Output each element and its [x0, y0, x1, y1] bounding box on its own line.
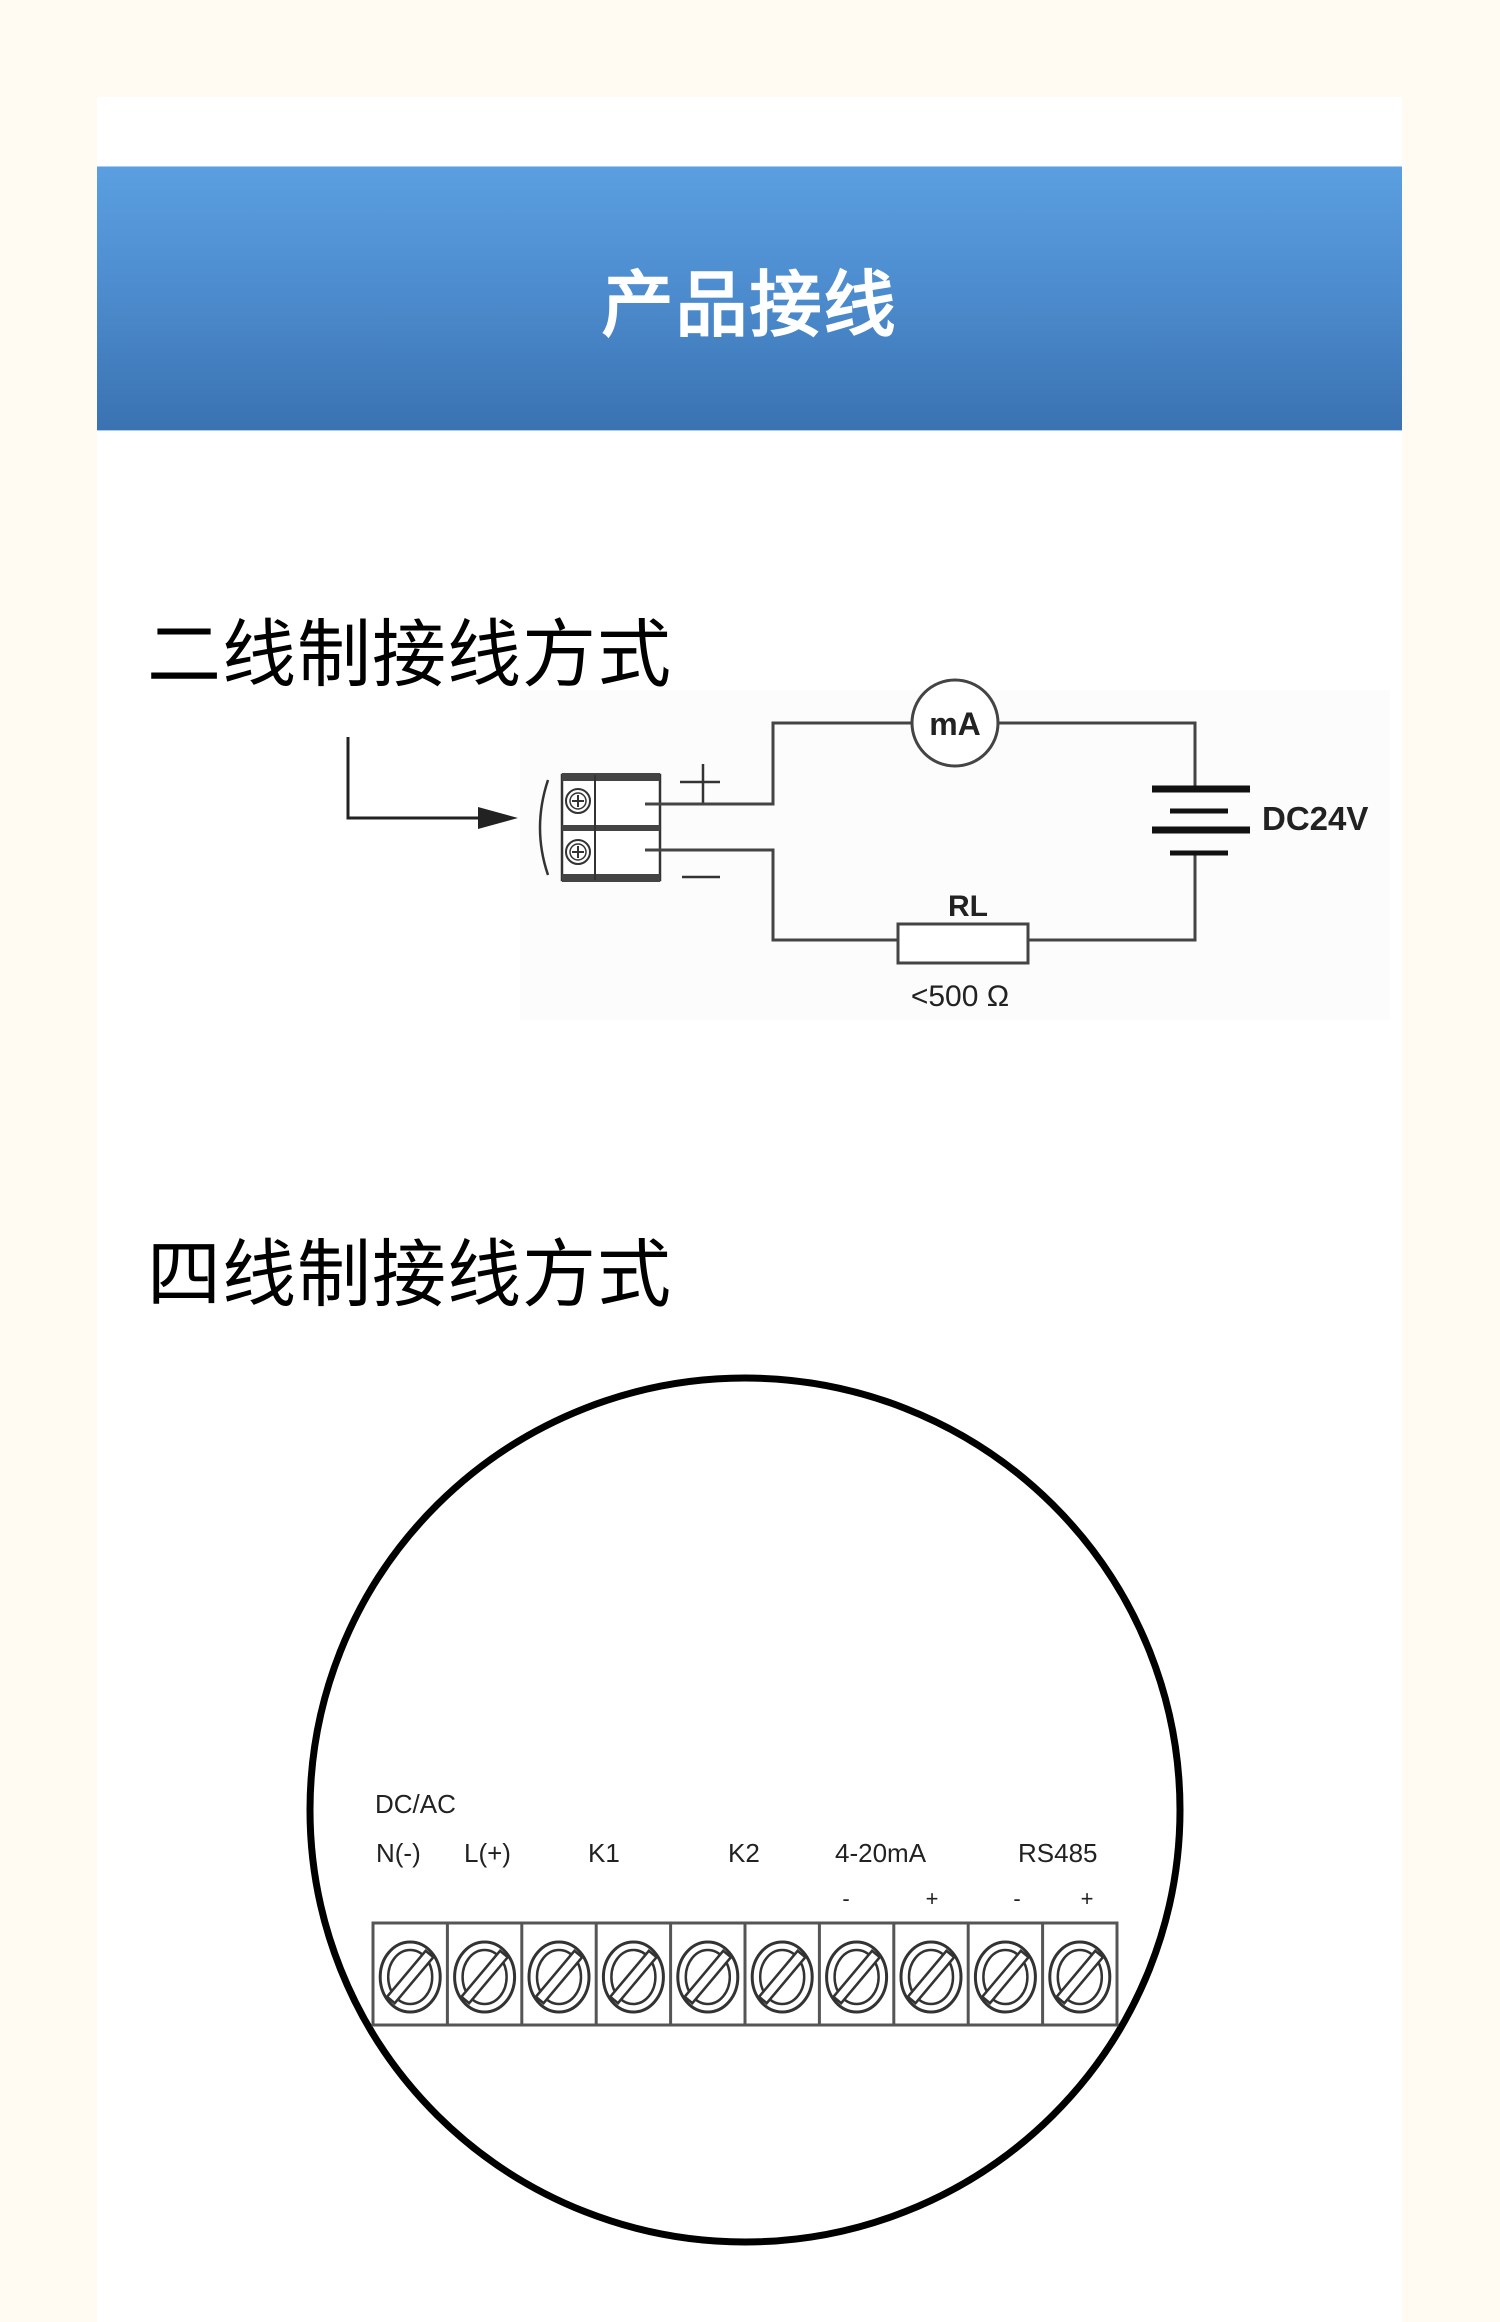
- screw-terminal-icon: [520, 1923, 591, 2025]
- ammeter-label: mA: [929, 706, 981, 742]
- terminal-block-icon: [560, 773, 662, 882]
- four-wire-title: 四线制接线方式: [147, 1232, 672, 1318]
- terminal-labels: N(-) L(+) K1 K2 4-20mA RS485: [376, 1838, 1098, 1868]
- terminal-label-k2: K2: [728, 1838, 760, 1868]
- screw-terminal-icon: [817, 1923, 889, 2025]
- battery-icon: [1152, 785, 1250, 856]
- section-header: 产品接线: [97, 166, 1402, 431]
- terminal-label-l: L(+): [464, 1838, 511, 1868]
- screw-terminal-icon: [966, 1923, 1037, 2025]
- screw-icon: [565, 788, 591, 814]
- polarity-sign: -: [1013, 1886, 1020, 1911]
- terminal-label-rs485: RS485: [1018, 1838, 1098, 1868]
- terminal-strip: [371, 1921, 1119, 2027]
- header-title: 产品接线: [601, 263, 898, 347]
- resistor-icon: [896, 922, 1030, 965]
- screw-terminal-icon: [743, 1923, 814, 2025]
- two-wire-title: 二线制接线方式: [147, 612, 672, 698]
- terminal-label-n: N(-): [376, 1838, 421, 1868]
- screw-terminal-icon: [378, 1940, 442, 2014]
- screw-terminal-icon: [445, 1923, 517, 2025]
- device-housing-outline: [306, 1374, 1184, 2246]
- screw-terminal-icon: [892, 1923, 963, 2025]
- load-label: RL: [948, 890, 988, 923]
- screw-icon: [565, 839, 591, 865]
- polarity-sign: +: [1081, 1886, 1094, 1911]
- screw-terminal-icon: [594, 1923, 665, 2025]
- terminal-label-4-20ma: 4-20mA: [835, 1838, 927, 1868]
- two-wire-diagram: mA DC24V RL <500 Ω: [346, 678, 1390, 1020]
- power-group-label: DC/AC: [375, 1789, 456, 1819]
- power-supply-label: DC24V: [1262, 800, 1368, 837]
- polarity-sign: -: [842, 1886, 849, 1911]
- screw-terminal-icon: [1041, 1923, 1112, 2025]
- plus-sign-icon: [680, 764, 720, 805]
- pointer-arrow-icon: [346, 737, 518, 829]
- polarity-sign: +: [926, 1886, 939, 1911]
- screw-terminal-icon: [669, 1923, 740, 2025]
- polarity-signs: - + - +: [842, 1886, 1093, 1911]
- circuit-wires: [645, 721, 1197, 942]
- load-value: <500 Ω: [911, 980, 1009, 1013]
- ammeter-icon: mA: [910, 678, 1000, 768]
- terminal-label-k1: K1: [588, 1838, 620, 1868]
- bracket-icon: [538, 779, 550, 876]
